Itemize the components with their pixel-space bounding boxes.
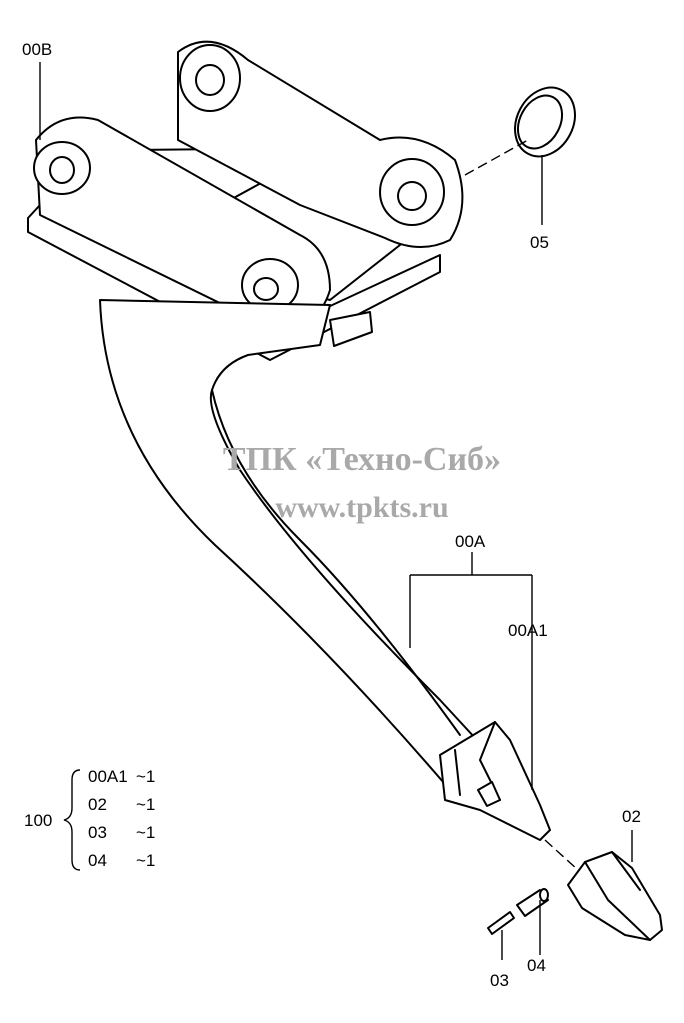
label-shank: 00A [455,532,486,551]
assembly-row-qty: ~1 [136,795,155,814]
tooth-lock [516,888,549,917]
ripper-shank [99,299,501,791]
bracket-boss-front-right [241,258,299,312]
assembly-row-part: 02 [88,795,107,814]
assembly-row-part: 04 [88,851,107,870]
bracket-boss-front-left [33,141,91,195]
label-tooth: 02 [622,807,641,826]
label-lock: 04 [527,956,546,975]
assembly-number: 100 [24,811,52,830]
watermark-line-2: www.tpkts.ru [275,491,448,524]
seal-ring [514,86,576,158]
mounting-bracket [27,40,464,361]
label-shank-sub: 00A1 [508,621,548,640]
shank-tip-adapter [439,721,551,841]
bracket-boss-back-left [179,44,241,112]
bracket-boss-back-right [379,158,445,226]
assembly-row-qty: ~1 [136,851,155,870]
assembly-row-part: 03 [88,823,107,842]
assembly-row-part: 00A1 [88,767,128,786]
label-ring: 05 [530,233,549,252]
tooth-pin [487,911,515,935]
assembly-row-qty: ~1 [136,823,155,842]
assembly-row-qty: ~1 [136,767,155,786]
bucket-tooth [567,851,663,941]
label-pin: 03 [490,971,509,990]
label-bracket: 00B [22,40,52,59]
assembly-brace [63,769,81,871]
leader-lines [39,62,633,960]
watermark-line-1: ТПК «Техно-Сиб» [223,441,501,478]
